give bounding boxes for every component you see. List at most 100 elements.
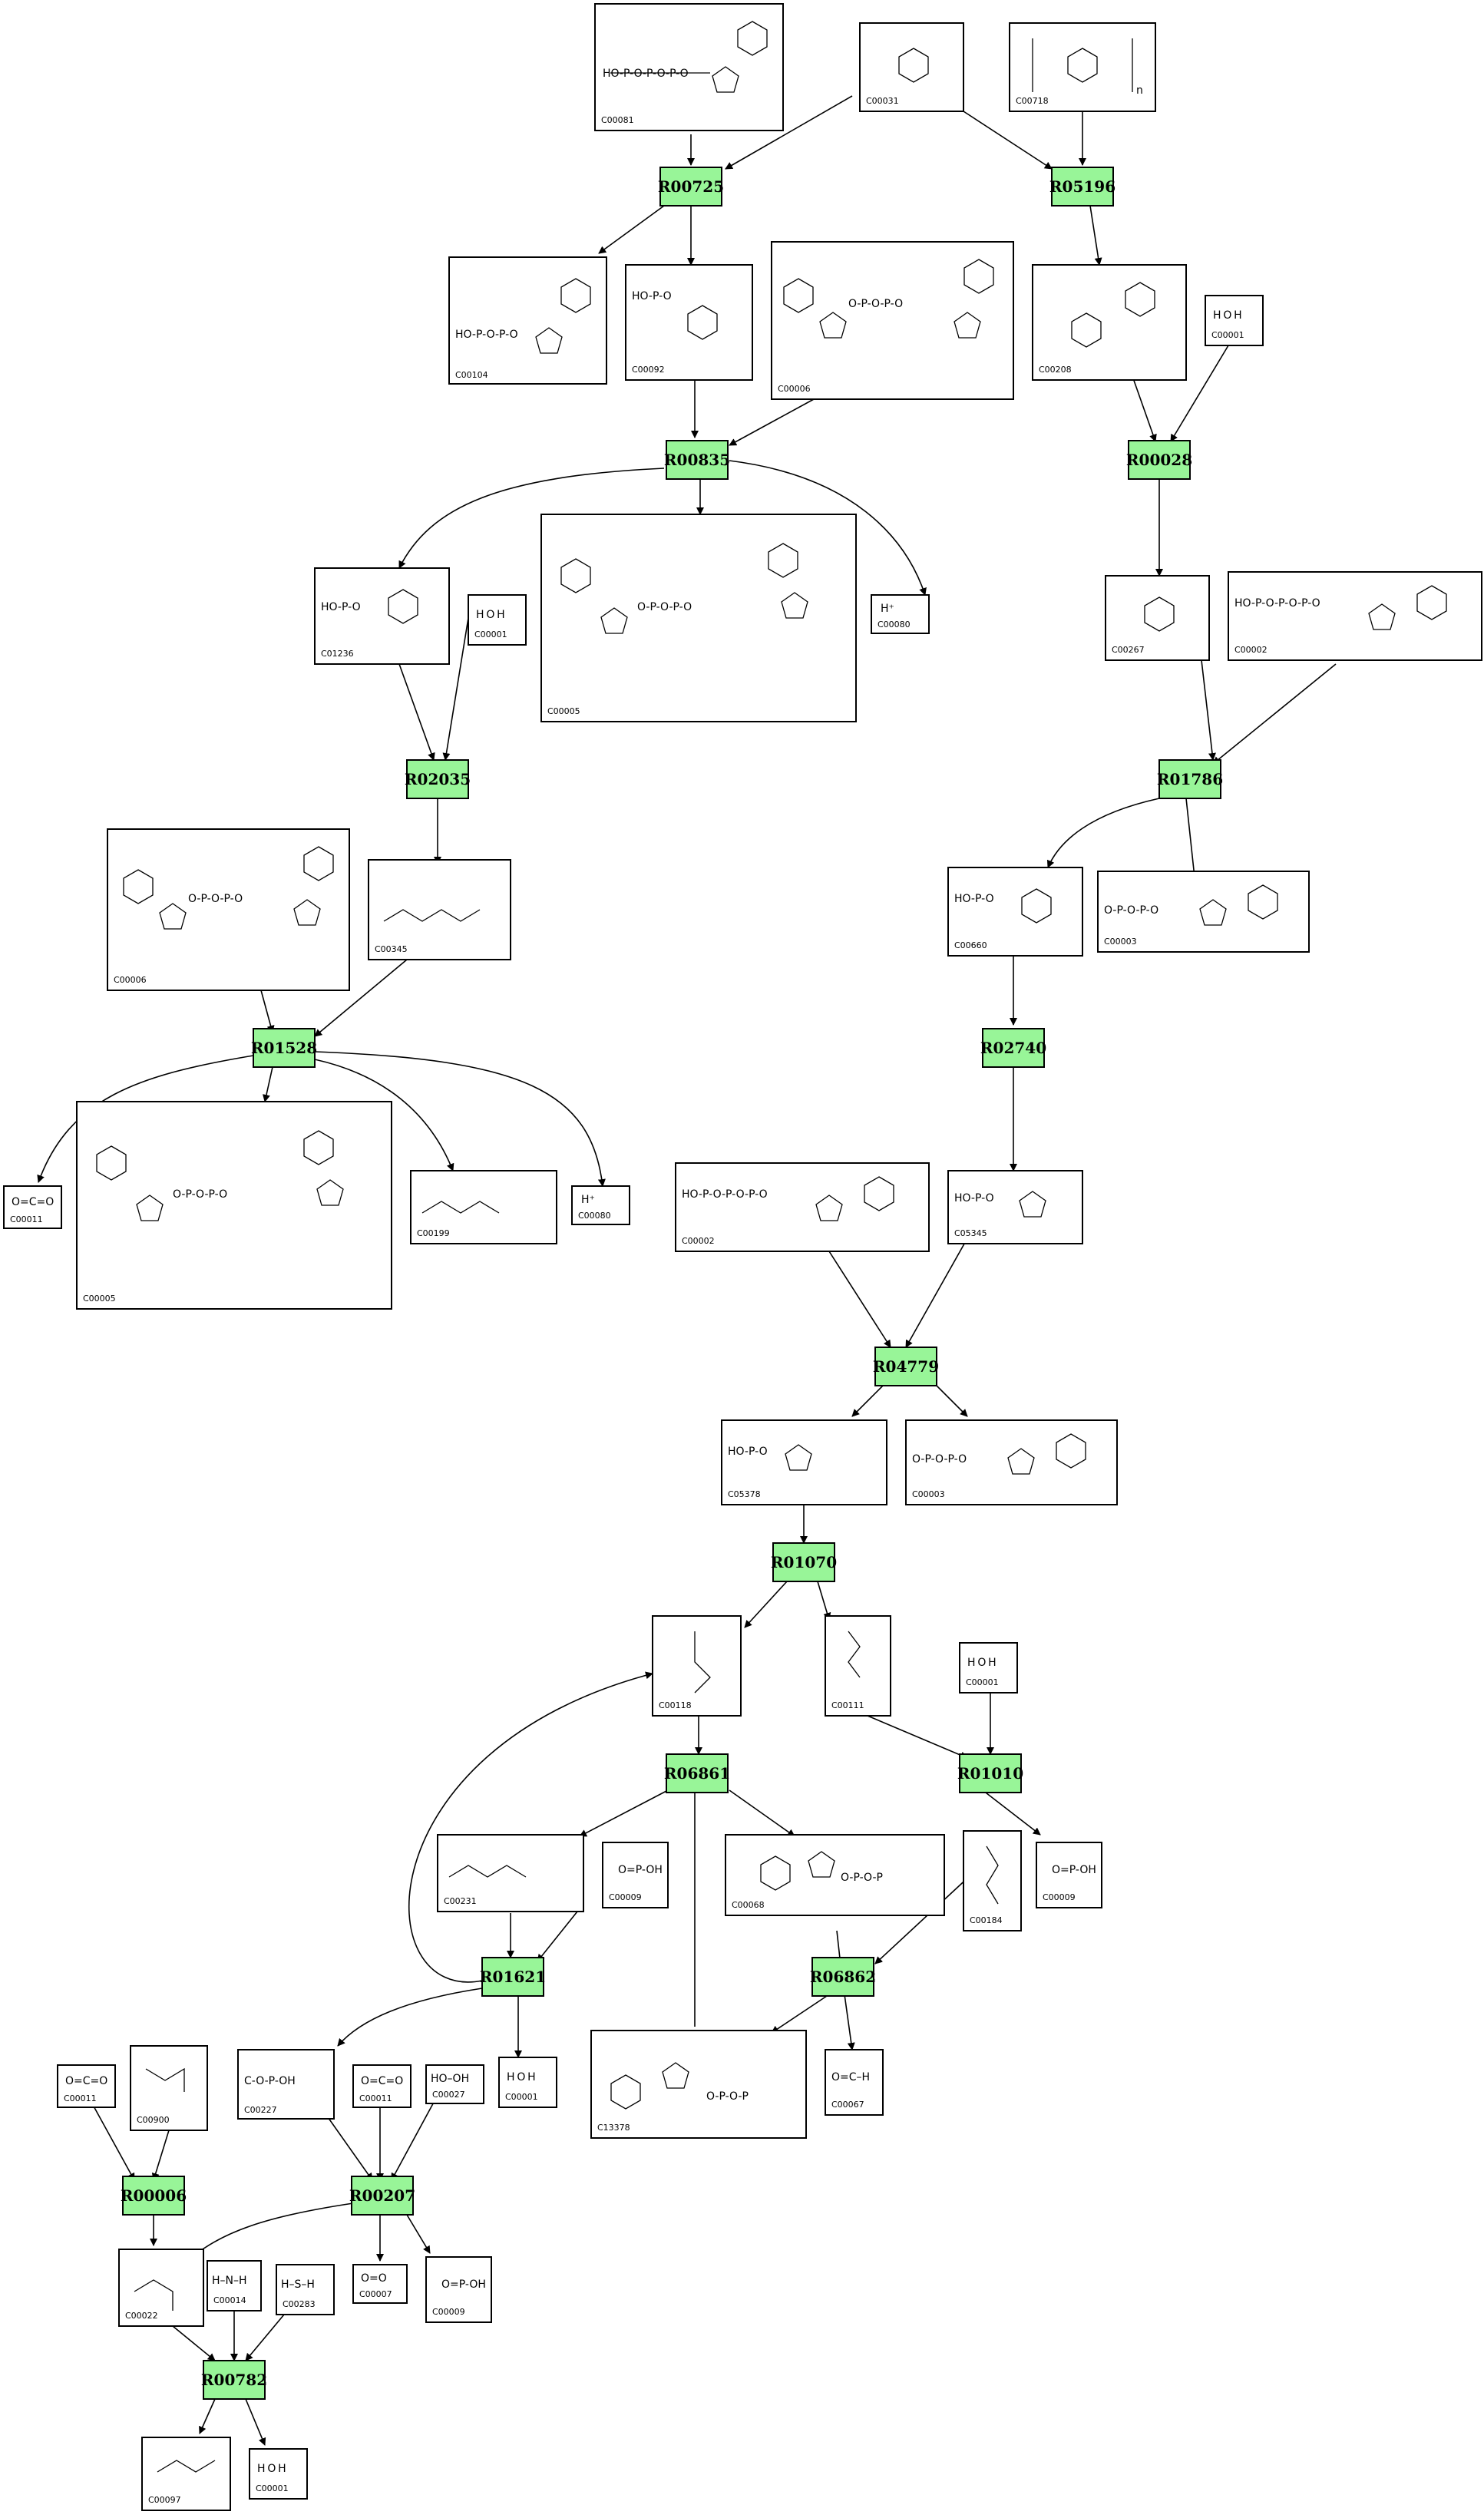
- compound-c00011-2[interactable]: O=C=O C00011: [57, 2064, 116, 2108]
- compound-c00007[interactable]: O=O C00007: [352, 2264, 408, 2304]
- compound-c00006-left[interactable]: O-P-O-P-O C00006: [107, 828, 350, 991]
- edge: [406, 2214, 431, 2254]
- compound-id: C00011: [64, 2093, 97, 2103]
- compound-c00118[interactable]: C00118: [652, 1615, 742, 1717]
- compound-c00067[interactable]: O=C–H C00067: [825, 2049, 884, 2116]
- compound-c00001-1[interactable]: H O H C00001: [1205, 295, 1264, 346]
- compound-id: C00031: [866, 96, 899, 106]
- svg-text:O-P-O-P: O-P-O-P: [841, 1872, 883, 1884]
- compound-c00231[interactable]: C00231: [437, 1834, 584, 1912]
- compound-c00005-top[interactable]: O-P-O-P-O C00005: [540, 514, 857, 722]
- compound-c00014[interactable]: H–N–H C00014: [207, 2260, 262, 2311]
- reaction-label: R00028: [1126, 451, 1192, 469]
- svg-text:HO-P-O: HO-P-O: [321, 601, 361, 613]
- compound-c00111[interactable]: C00111: [825, 1615, 891, 1717]
- compound-c00092[interactable]: HO-P-O C00092: [625, 264, 753, 381]
- structure-drawing: O=P-OH: [618, 1864, 663, 1876]
- compound-c00080-2[interactable]: H⁺ C00080: [571, 1185, 630, 1225]
- reaction-label: R02035: [405, 770, 471, 788]
- compound-c00068[interactable]: O-P-O-P C00068: [725, 1834, 945, 1916]
- reaction-R06862[interactable]: R06862: [810, 1957, 876, 1997]
- compound-c13378[interactable]: O-P-O-P C13378: [590, 2030, 807, 2139]
- compound-c00227[interactable]: C-O-P-OH C00227: [237, 2049, 335, 2120]
- compound-c00267[interactable]: C00267: [1105, 575, 1210, 661]
- edge: [442, 617, 469, 761]
- compound-c00199[interactable]: C00199: [410, 1170, 557, 1244]
- compound-c00022[interactable]: C00022: [118, 2249, 204, 2327]
- reaction-R00725[interactable]: R00725: [658, 167, 724, 207]
- reaction-R00006[interactable]: R00006: [121, 2176, 187, 2216]
- compound-c00184[interactable]: C00184: [963, 1830, 1022, 1931]
- compound-c01236[interactable]: HO-P-O C01236: [314, 567, 450, 665]
- edge: [725, 95, 853, 170]
- compound-c00001-3[interactable]: H O H C00001: [959, 1642, 1018, 1694]
- compound-c00104[interactable]: HO-P-O-P-O C00104: [448, 256, 607, 385]
- reaction-label: R01070: [771, 1553, 837, 1571]
- structure-drawing: [421, 1201, 500, 1214]
- compound-c00001-5[interactable]: H O H C00001: [249, 2448, 308, 2500]
- reaction-R01786[interactable]: R01786: [1157, 759, 1223, 799]
- compound-c05345[interactable]: HO-P-O C05345: [947, 1170, 1083, 1244]
- compound-c00027[interactable]: HO–OH C00027: [425, 2064, 484, 2104]
- compound-c00283[interactable]: H–S–H C00283: [276, 2264, 335, 2315]
- compound-c00081[interactable]: HO-P-O-P-O-P-O C00081: [594, 3, 784, 131]
- compound-c00011-1[interactable]: O=C=O C00011: [3, 1185, 62, 1229]
- compound-c00003-mid[interactable]: O-P-O-P-O C00003: [905, 1419, 1118, 1505]
- svg-text:C-O-P-OH: C-O-P-OH: [244, 2075, 296, 2087]
- compound-c00003-right[interactable]: O-P-O-P-O C00003: [1097, 871, 1310, 953]
- compound-c00002-mid[interactable]: HO-P-O-P-O-P-O C00002: [675, 1162, 930, 1252]
- edge: [1046, 798, 1160, 868]
- svg-text:HO-P-O: HO-P-O: [728, 1446, 768, 1458]
- compound-c00660[interactable]: HO-P-O C00660: [947, 867, 1083, 957]
- reaction-R02035[interactable]: R02035: [405, 759, 471, 799]
- h2o2-formula: HO–OH: [431, 2073, 469, 2085]
- reaction-R06861[interactable]: R06861: [664, 1753, 730, 1793]
- compound-c00006-top[interactable]: O-P-O-P-O C00006: [771, 241, 1014, 400]
- reaction-R01621[interactable]: R01621: [480, 1957, 546, 1997]
- compound-id: C00660: [954, 940, 987, 950]
- edge: [398, 468, 665, 569]
- reaction-R04779[interactable]: R04779: [873, 1347, 939, 1386]
- reaction-label: R00006: [121, 2186, 187, 2205]
- reaction-label: R06861: [664, 1764, 730, 1783]
- compound-c00080-1[interactable]: H⁺ C00080: [871, 594, 930, 634]
- compound-c00009-1[interactable]: O=P-OH C00009: [602, 1842, 669, 1908]
- compound-c00097[interactable]: C00097: [141, 2437, 231, 2511]
- edge: [729, 1789, 795, 1837]
- compound-id: C00067: [831, 2100, 864, 2110]
- compound-c00001-2[interactable]: H O H C00001: [468, 594, 527, 646]
- reaction-R00028[interactable]: R00028: [1126, 440, 1192, 480]
- reaction-R02740[interactable]: R02740: [980, 1028, 1046, 1068]
- proton-formula: H⁺: [881, 603, 894, 615]
- compound-id: C00001: [505, 2092, 538, 2102]
- reaction-label: R01621: [480, 1968, 546, 1986]
- edge: [867, 1715, 968, 1760]
- water-formula: H O H: [967, 1657, 996, 1669]
- compound-id: C00009: [1043, 1892, 1076, 1902]
- compound-c00345[interactable]: C00345: [368, 859, 511, 960]
- reaction-R05196[interactable]: R05196: [1049, 167, 1115, 207]
- reaction-R00835[interactable]: R00835: [664, 440, 730, 480]
- svg-text:n: n: [1136, 84, 1143, 97]
- compound-c05378[interactable]: HO-P-O C05378: [721, 1419, 887, 1505]
- edge: [151, 2130, 170, 2181]
- compound-c00001-4[interactable]: H O H C00001: [498, 2057, 557, 2108]
- reaction-R00207[interactable]: R00207: [349, 2176, 415, 2216]
- compound-c00009-3[interactable]: O=P-OH C00009: [425, 2256, 492, 2323]
- reaction-R01010[interactable]: R01010: [957, 1753, 1023, 1793]
- reaction-R01528[interactable]: R01528: [251, 1028, 317, 1068]
- reaction-R01070[interactable]: R01070: [771, 1542, 837, 1582]
- compound-c00900[interactable]: C00900: [130, 2045, 208, 2131]
- compound-c00005-bottom[interactable]: O-P-O-P-O C00005: [76, 1101, 392, 1310]
- compound-c00208[interactable]: C00208: [1032, 264, 1187, 381]
- edge: [199, 2398, 216, 2434]
- svg-text:O-P-O-P: O-P-O-P: [706, 2090, 749, 2103]
- edge: [263, 1066, 273, 1102]
- compound-c00002-top[interactable]: HO-P-O-P-O-P-O C00002: [1228, 571, 1482, 661]
- compound-c00718[interactable]: n C00718: [1009, 22, 1156, 112]
- compound-c00011-3[interactable]: O=C=O C00011: [352, 2064, 411, 2108]
- compound-c00031[interactable]: C00031: [859, 22, 964, 112]
- compound-c00009-2[interactable]: O=P-OH C00009: [1036, 1842, 1102, 1908]
- compound-id: C00001: [256, 2483, 289, 2493]
- reaction-R00782[interactable]: R00782: [201, 2360, 267, 2400]
